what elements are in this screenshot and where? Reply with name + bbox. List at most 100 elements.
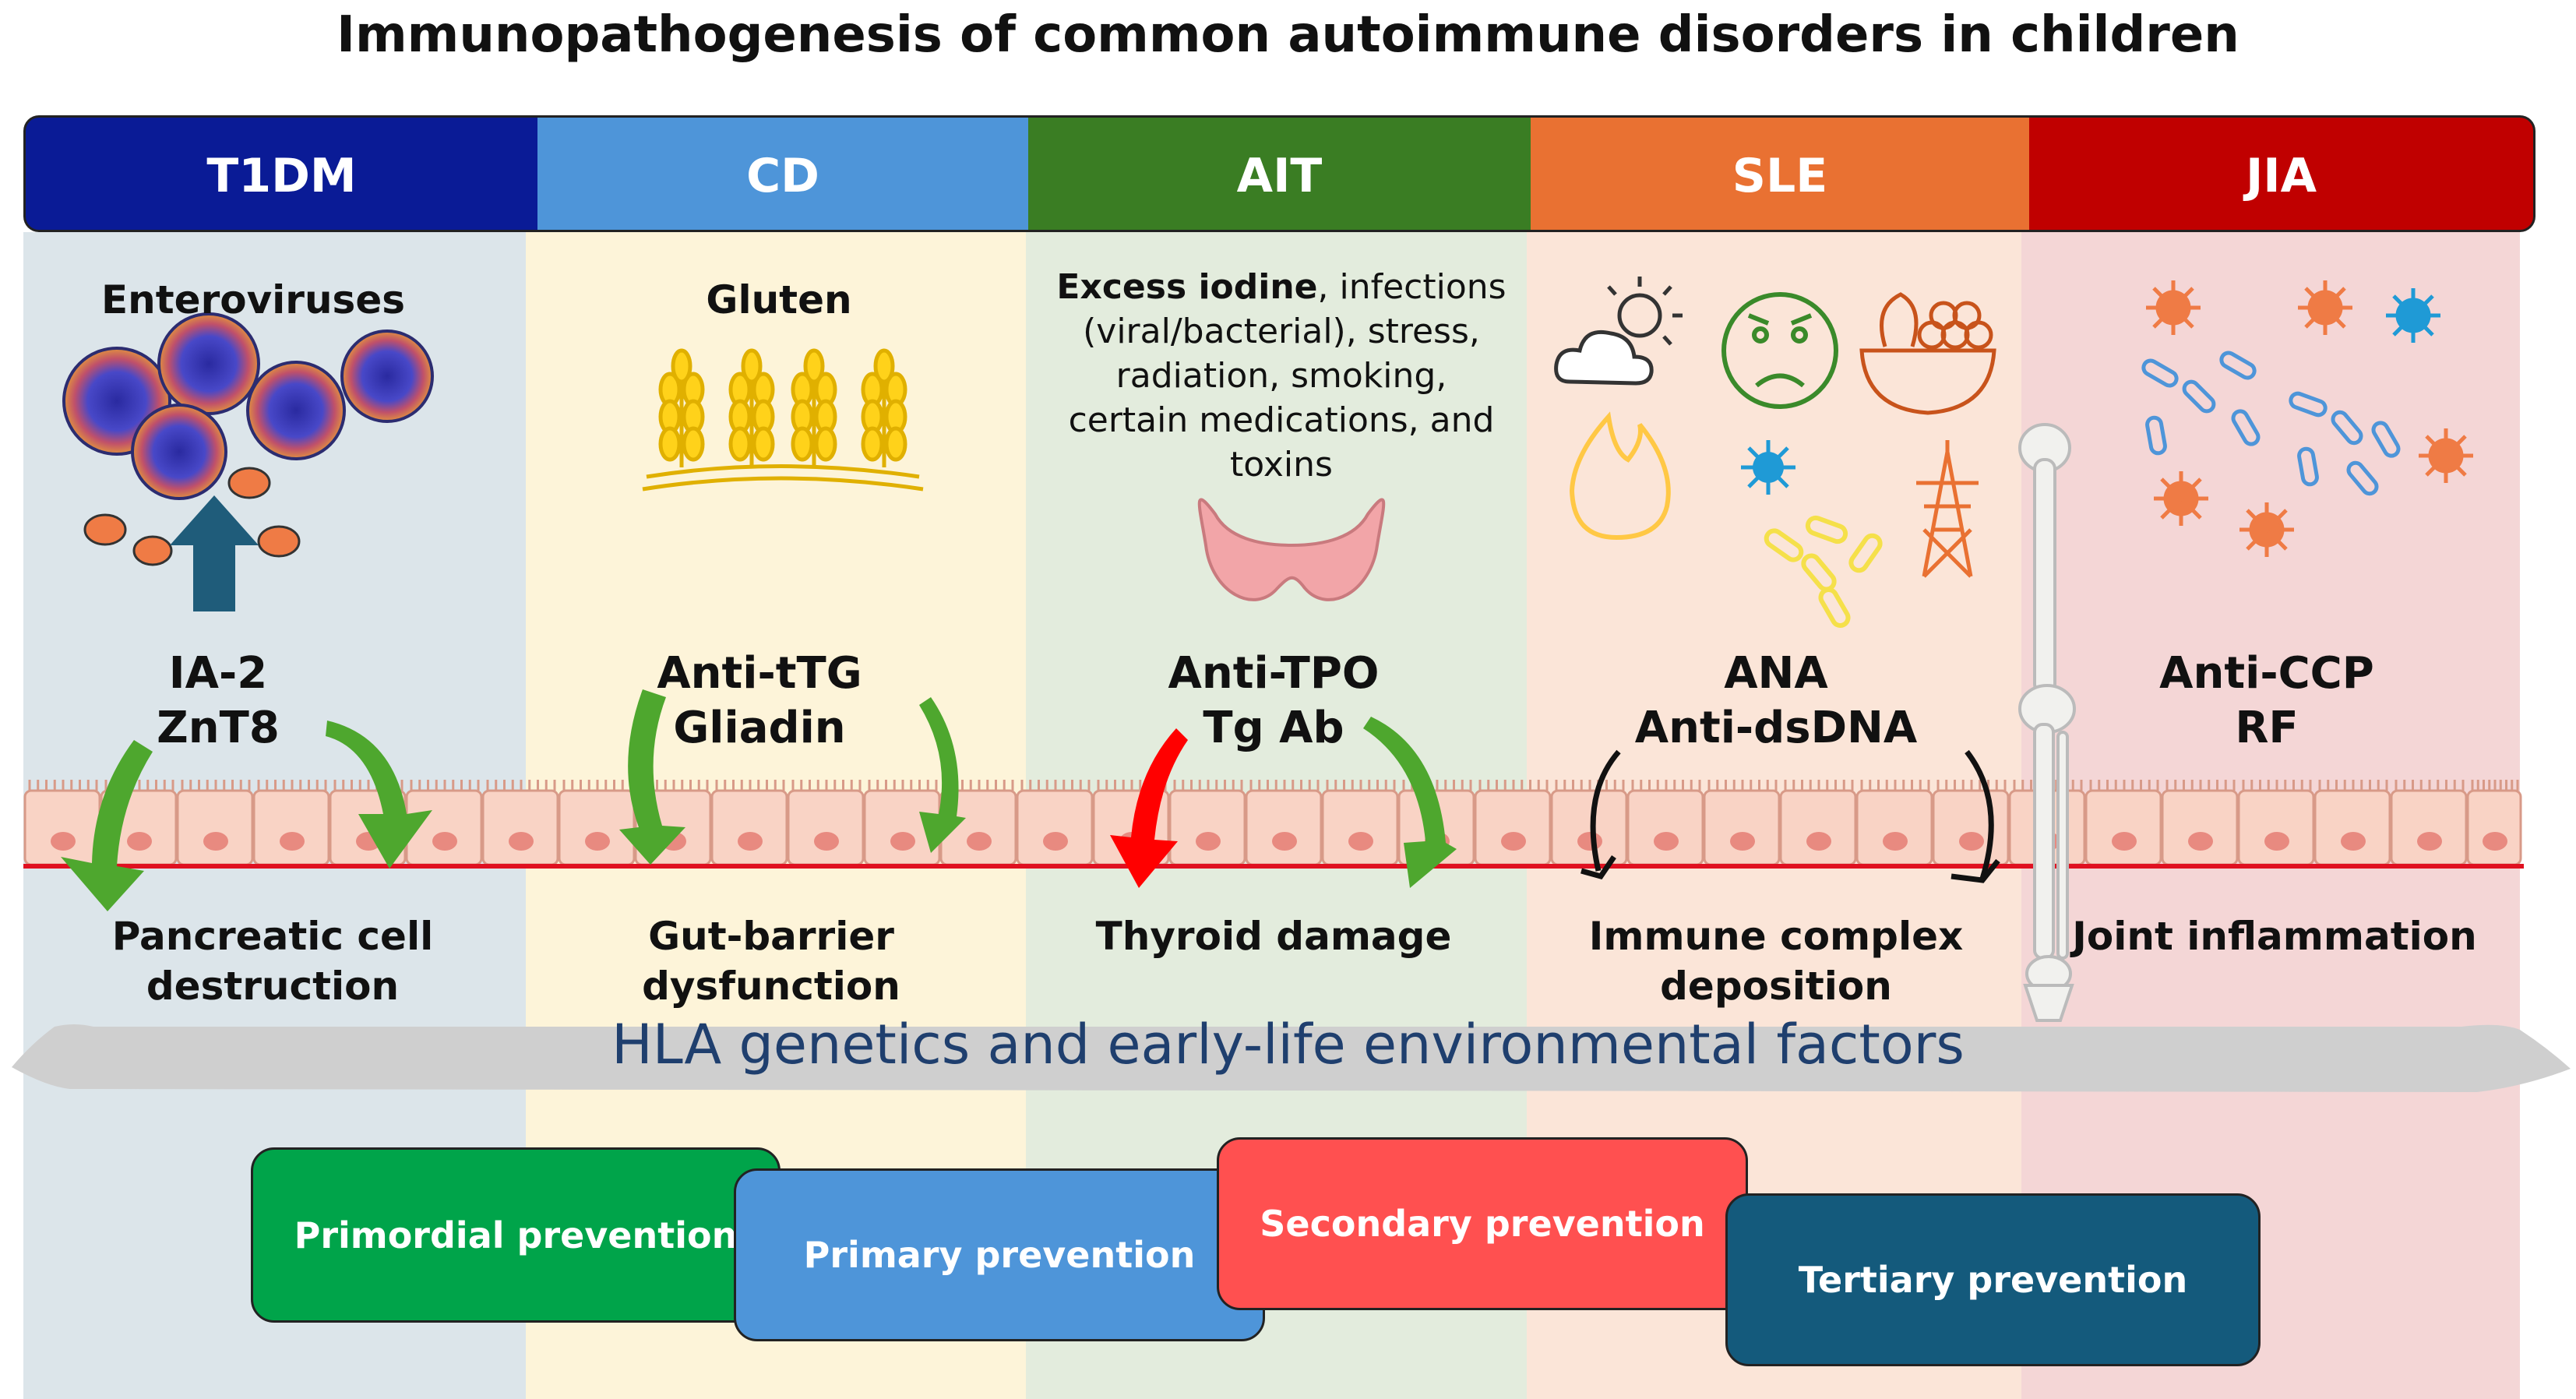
epithelial-cell [1626, 789, 1704, 866]
cell-nucleus [1959, 832, 1984, 851]
epithelial-cell [1016, 789, 1094, 866]
arrow-t1dm-left-icon [61, 740, 153, 911]
cell-nucleus [1654, 832, 1679, 851]
wheat-icon [642, 348, 924, 492]
cell-nucleus [2188, 832, 2213, 851]
outcome-line-2: destruction [146, 964, 400, 1009]
antibodies-cd: Anti-tTG Gliadin [635, 647, 884, 756]
arrow-sle-left-icon [1580, 749, 1621, 880]
secondary-prevention-box: Secondary prevention [1217, 1137, 1748, 1310]
cell-nucleus [1577, 832, 1602, 851]
cell-nucleus [1196, 832, 1221, 851]
epithelial-cell [2466, 789, 2522, 866]
arrow-ait-green-icon [1363, 717, 1457, 888]
cell-nucleus [127, 832, 152, 851]
trigger-line-1: Excess iodine, infections [1040, 265, 1523, 309]
trigger-bold: Excess iodine [1056, 267, 1318, 307]
hla-band [12, 1024, 2571, 1092]
epithelial-cell [481, 789, 559, 866]
microbes-icon [2141, 280, 2473, 557]
header-ait: AIT [1028, 115, 1531, 232]
outcome-line-1: Immune complex [1588, 914, 1964, 959]
header-jia: JIA [2029, 115, 2535, 232]
antibody-2: Gliadin [673, 703, 846, 753]
header-label: CD [746, 149, 819, 203]
epithelial-cell [2161, 789, 2239, 866]
outcome-line-1: Joint inflammation [2072, 914, 2477, 959]
figure-title: Immunopathogenesis of common autoimmune … [337, 6, 2239, 64]
header-label: SLE [1732, 149, 1828, 203]
cell-nucleus [2112, 832, 2137, 851]
antibody-2: Anti-dsDNA [1634, 703, 1918, 753]
epithelial-cell [1855, 789, 1933, 866]
cell-nucleus [2341, 832, 2366, 851]
cell-nucleus [203, 832, 228, 851]
epithelial-cell [1168, 789, 1246, 866]
cell-nucleus [738, 832, 763, 851]
arrow-sle-right-icon [1951, 749, 2000, 883]
cell-nucleus [432, 832, 457, 851]
primary-prevention-box: Primary prevention [734, 1168, 1265, 1341]
antibody-2: RF [2235, 703, 2299, 753]
trigger-line-3: radiation, smoking, [1115, 356, 1447, 396]
epithelial-cell [1474, 789, 1552, 866]
primordial-prevention-box: Primordial prevention [251, 1147, 781, 1323]
epithelial-cell [2313, 789, 2391, 866]
cell-nucleus [585, 832, 610, 851]
antibodies-jia: Anti-CCP RF [2134, 647, 2399, 756]
trigger-t1dm: Enteroviruses [101, 277, 405, 322]
prevention-label: Secondary prevention [1260, 1203, 1705, 1245]
cell-nucleus [1501, 832, 1526, 851]
cell-nucleus [1883, 832, 1908, 851]
up-arrow-icon [170, 495, 259, 611]
header-label: AIT [1236, 149, 1323, 203]
epithelial-cell [1321, 789, 1399, 866]
epithelial-cell [1703, 789, 1781, 866]
weather-icon [1554, 277, 1683, 386]
outcome-line-1: Pancreatic cell [111, 914, 434, 959]
antibody-2: ZnT8 [157, 703, 280, 753]
arrow-cd-left-icon [619, 689, 685, 865]
outcome-line-1: Thyroid damage [1095, 914, 1452, 959]
header-label: T1DM [206, 149, 357, 203]
epithelial-cell [1779, 789, 1857, 866]
outcome-line-1: Gut-barrier [648, 914, 894, 959]
cell-nucleus [1806, 832, 1831, 851]
cell-nucleus [509, 832, 534, 851]
cell-nucleus [2417, 832, 2442, 851]
arrow-cd-right-icon [919, 697, 966, 853]
header-sle: SLE [1531, 115, 2029, 232]
trigger-line-2: (viral/bacterial), stress, [1083, 312, 1480, 351]
cell-nucleus [814, 832, 839, 851]
fire-icon [1569, 411, 1671, 541]
outcome-t1dm: Pancreatic cell destruction [70, 911, 475, 1011]
arrow-t1dm-right-icon [326, 721, 432, 869]
epithelial-cell [2084, 789, 2162, 866]
outcome-jia: Joint inflammation [2064, 911, 2485, 961]
cell-nucleus [1348, 832, 1373, 851]
antibody-1: IA-2 [168, 648, 268, 699]
cell-nucleus [1272, 832, 1297, 851]
antibodies-ait: Anti-TPO Tg Ab [1149, 647, 1398, 756]
leg-bone-icon [2018, 423, 2076, 1022]
tertiary-prevention-box: Tertiary prevention [1725, 1193, 2261, 1366]
outcome-line-2: dysfunction [642, 964, 900, 1009]
antibodies-t1dm: IA-2 ZnT8 [93, 647, 343, 756]
cell-nucleus [890, 832, 915, 851]
fruit-bowl-icon [1859, 292, 1996, 415]
outcome-line-2: deposition [1660, 964, 1892, 1009]
antibody-1: Anti-TPO [1168, 648, 1380, 699]
cell-nucleus [1043, 832, 1068, 851]
prevention-label: Tertiary prevention [1798, 1259, 2188, 1301]
epithelial-cell [2237, 789, 2315, 866]
bacteria-virus-icon [1741, 440, 1883, 628]
prevention-label: Primordial prevention [294, 1214, 738, 1256]
epithelial-cell [558, 789, 636, 866]
antibodies-sle: ANA Anti-dsDNA [1605, 647, 1947, 756]
epithelial-cell [1245, 789, 1323, 866]
epithelial-cell [252, 789, 330, 866]
trigger-line-4: certain medications, and [1068, 400, 1495, 440]
cell-nucleus [2483, 832, 2507, 851]
epithelial-cell [1932, 789, 2010, 866]
trigger-rest-0: , infections [1317, 267, 1506, 307]
